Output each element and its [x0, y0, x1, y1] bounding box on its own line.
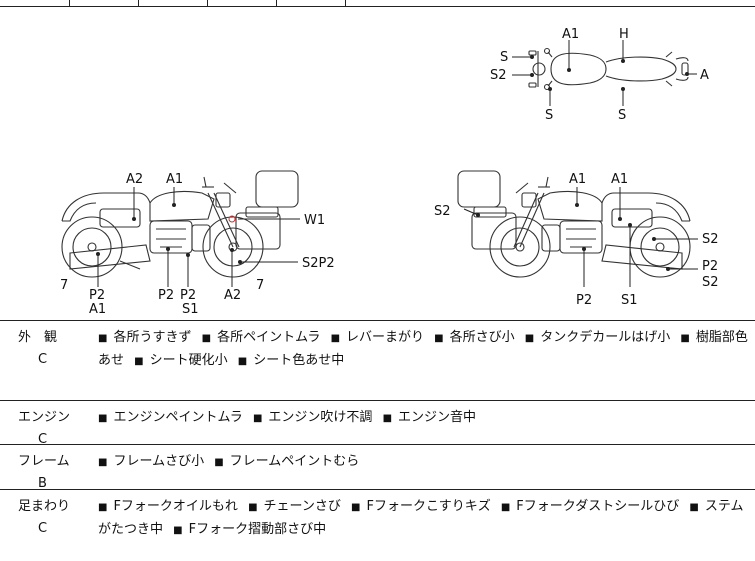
note-item: ■ステムがたつき中 [98, 499, 744, 537]
note-item: ■フレームさび小 [98, 454, 205, 469]
top-cell [277, 0, 346, 6]
top-cell [0, 0, 70, 6]
section-notes: ■エンジンペイントムラ ■エンジン吹け不調 ■エンジン音中 [98, 407, 750, 430]
note-item: ■各所さび小 [434, 330, 515, 345]
label-top-s-right: S [618, 108, 626, 123]
note-item: ■シート色あせ中 [237, 353, 345, 368]
right-side-motorcycle [457, 170, 691, 278]
note-item: ■Fフォークこすりキズ [351, 499, 491, 514]
label-left-a1: A1 [166, 172, 183, 187]
section-category: エンジン C [18, 407, 80, 451]
label-left-a2: A2 [126, 172, 143, 187]
section-notes: ■各所うすきず ■各所ペイントムラ ■レバーまがり ■各所さび小 ■タンクデカー… [98, 327, 750, 373]
section-frame: フレーム B ■フレームさび小 ■フレームペイントむら [0, 445, 755, 491]
section-exterior: 外 観 C ■各所うすきず ■各所ペイントムラ ■レバーまがり ■各所さび小 ■… [0, 321, 755, 401]
category-name: 足まわり [18, 499, 71, 514]
label-right-s1: S1 [621, 293, 638, 308]
category-name: 外 観 [18, 330, 58, 345]
section-engine: エンジン C ■エンジンペイントムラ ■エンジン吹け不調 ■エンジン音中 [0, 401, 755, 447]
note-item: ■タンクデカールはげ小 [524, 330, 671, 345]
left-side-callouts [96, 187, 300, 287]
top-cell [139, 0, 208, 6]
note-item: ■シート硬化小 [134, 353, 228, 368]
label-right-a1-left: A1 [569, 172, 586, 187]
label-left-7-front: 7 [60, 278, 68, 293]
category-grade: C [38, 521, 48, 536]
label-left-w1: W1 [304, 213, 325, 228]
label-left-s1: S1 [182, 302, 199, 317]
label-right-s2-side: S2 [702, 275, 719, 290]
motorcycle-diagram-svg: A1 H S S2 A S S [60, 27, 719, 317]
note-item: ■フレームペイントむら [214, 454, 360, 469]
top-view-callouts [512, 40, 697, 106]
label-left-p2-right: P2 [180, 288, 196, 303]
note-item: ■Fフォーク摺動部さび中 [173, 522, 327, 537]
note-item: ■各所うすきず [98, 330, 192, 345]
right-side-callouts [463, 187, 698, 287]
note-item: ■樹脂部色あせ [98, 330, 748, 368]
label-top-s: S [500, 50, 508, 65]
label-left-p2: P2 [89, 288, 105, 303]
label-left-a1-bottom: A1 [89, 302, 106, 317]
label-top-a: A [700, 68, 709, 83]
right-side-labels: S2 A1 A1 S2 P2 S2 P2 S1 [434, 172, 719, 308]
section-suspension: 足まわり C ■Fフォークオイルもれ ■チェーンさび ■Fフォークこすりキズ ■… [0, 490, 755, 561]
left-side-motorcycle [61, 170, 299, 278]
top-cell [70, 0, 139, 6]
note-item: ■エンジン吹け不調 [252, 410, 373, 425]
note-item: ■Fフォークオイルもれ [98, 499, 238, 514]
section-category: フレーム B [18, 451, 80, 495]
category-name: フレーム [18, 454, 70, 469]
label-left-a2-bottom: A2 [224, 288, 241, 303]
section-notes: ■フレームさび小 ■フレームペイントむら [98, 451, 750, 474]
label-right-p2: P2 [576, 293, 592, 308]
label-right-a1-right: A1 [611, 172, 628, 187]
label-right-p2-side: P2 [702, 259, 718, 274]
section-category: 足まわり C [18, 496, 80, 540]
label-right-s2-left: S2 [434, 204, 451, 219]
category-grade: C [38, 432, 48, 447]
section-category: 外 観 C [18, 327, 80, 371]
note-item: ■各所ペイントムラ [201, 330, 321, 345]
label-right-s2: S2 [702, 232, 719, 247]
label-top-h: H [619, 27, 629, 42]
section-notes: ■Fフォークオイルもれ ■チェーンさび ■Fフォークこすりキズ ■Fフォークダス… [98, 496, 750, 542]
note-item: ■エンジンペイントムラ [98, 410, 243, 425]
note-item: ■エンジン音中 [382, 410, 477, 425]
top-view-motorcycle [528, 47, 689, 91]
note-item: ■チェーンさび [248, 499, 341, 514]
category-grade: C [38, 352, 48, 367]
top-table-edge [0, 0, 755, 7]
top-cell [208, 0, 277, 6]
label-left-p2-center: P2 [158, 288, 174, 303]
damage-diagram: A1 H S S2 A S S [0, 7, 755, 321]
label-top-s-left: S [545, 108, 553, 123]
note-item: ■Fフォークダストシールひび [500, 499, 680, 514]
label-left-s2p2: S2P2 [302, 256, 335, 271]
note-item: ■レバーまがり [330, 330, 425, 345]
category-grade: B [38, 476, 47, 491]
left-side-labels: A2 A1 W1 S2P2 7 7 P2 A1 P2 P2 A2 S1 [60, 172, 335, 317]
label-top-a1: A1 [562, 27, 579, 42]
category-name: エンジン [18, 410, 71, 425]
label-top-s2: S2 [490, 68, 507, 83]
label-left-7-rear: 7 [256, 278, 264, 293]
top-view-labels: A1 H S S2 A S S [490, 27, 709, 123]
